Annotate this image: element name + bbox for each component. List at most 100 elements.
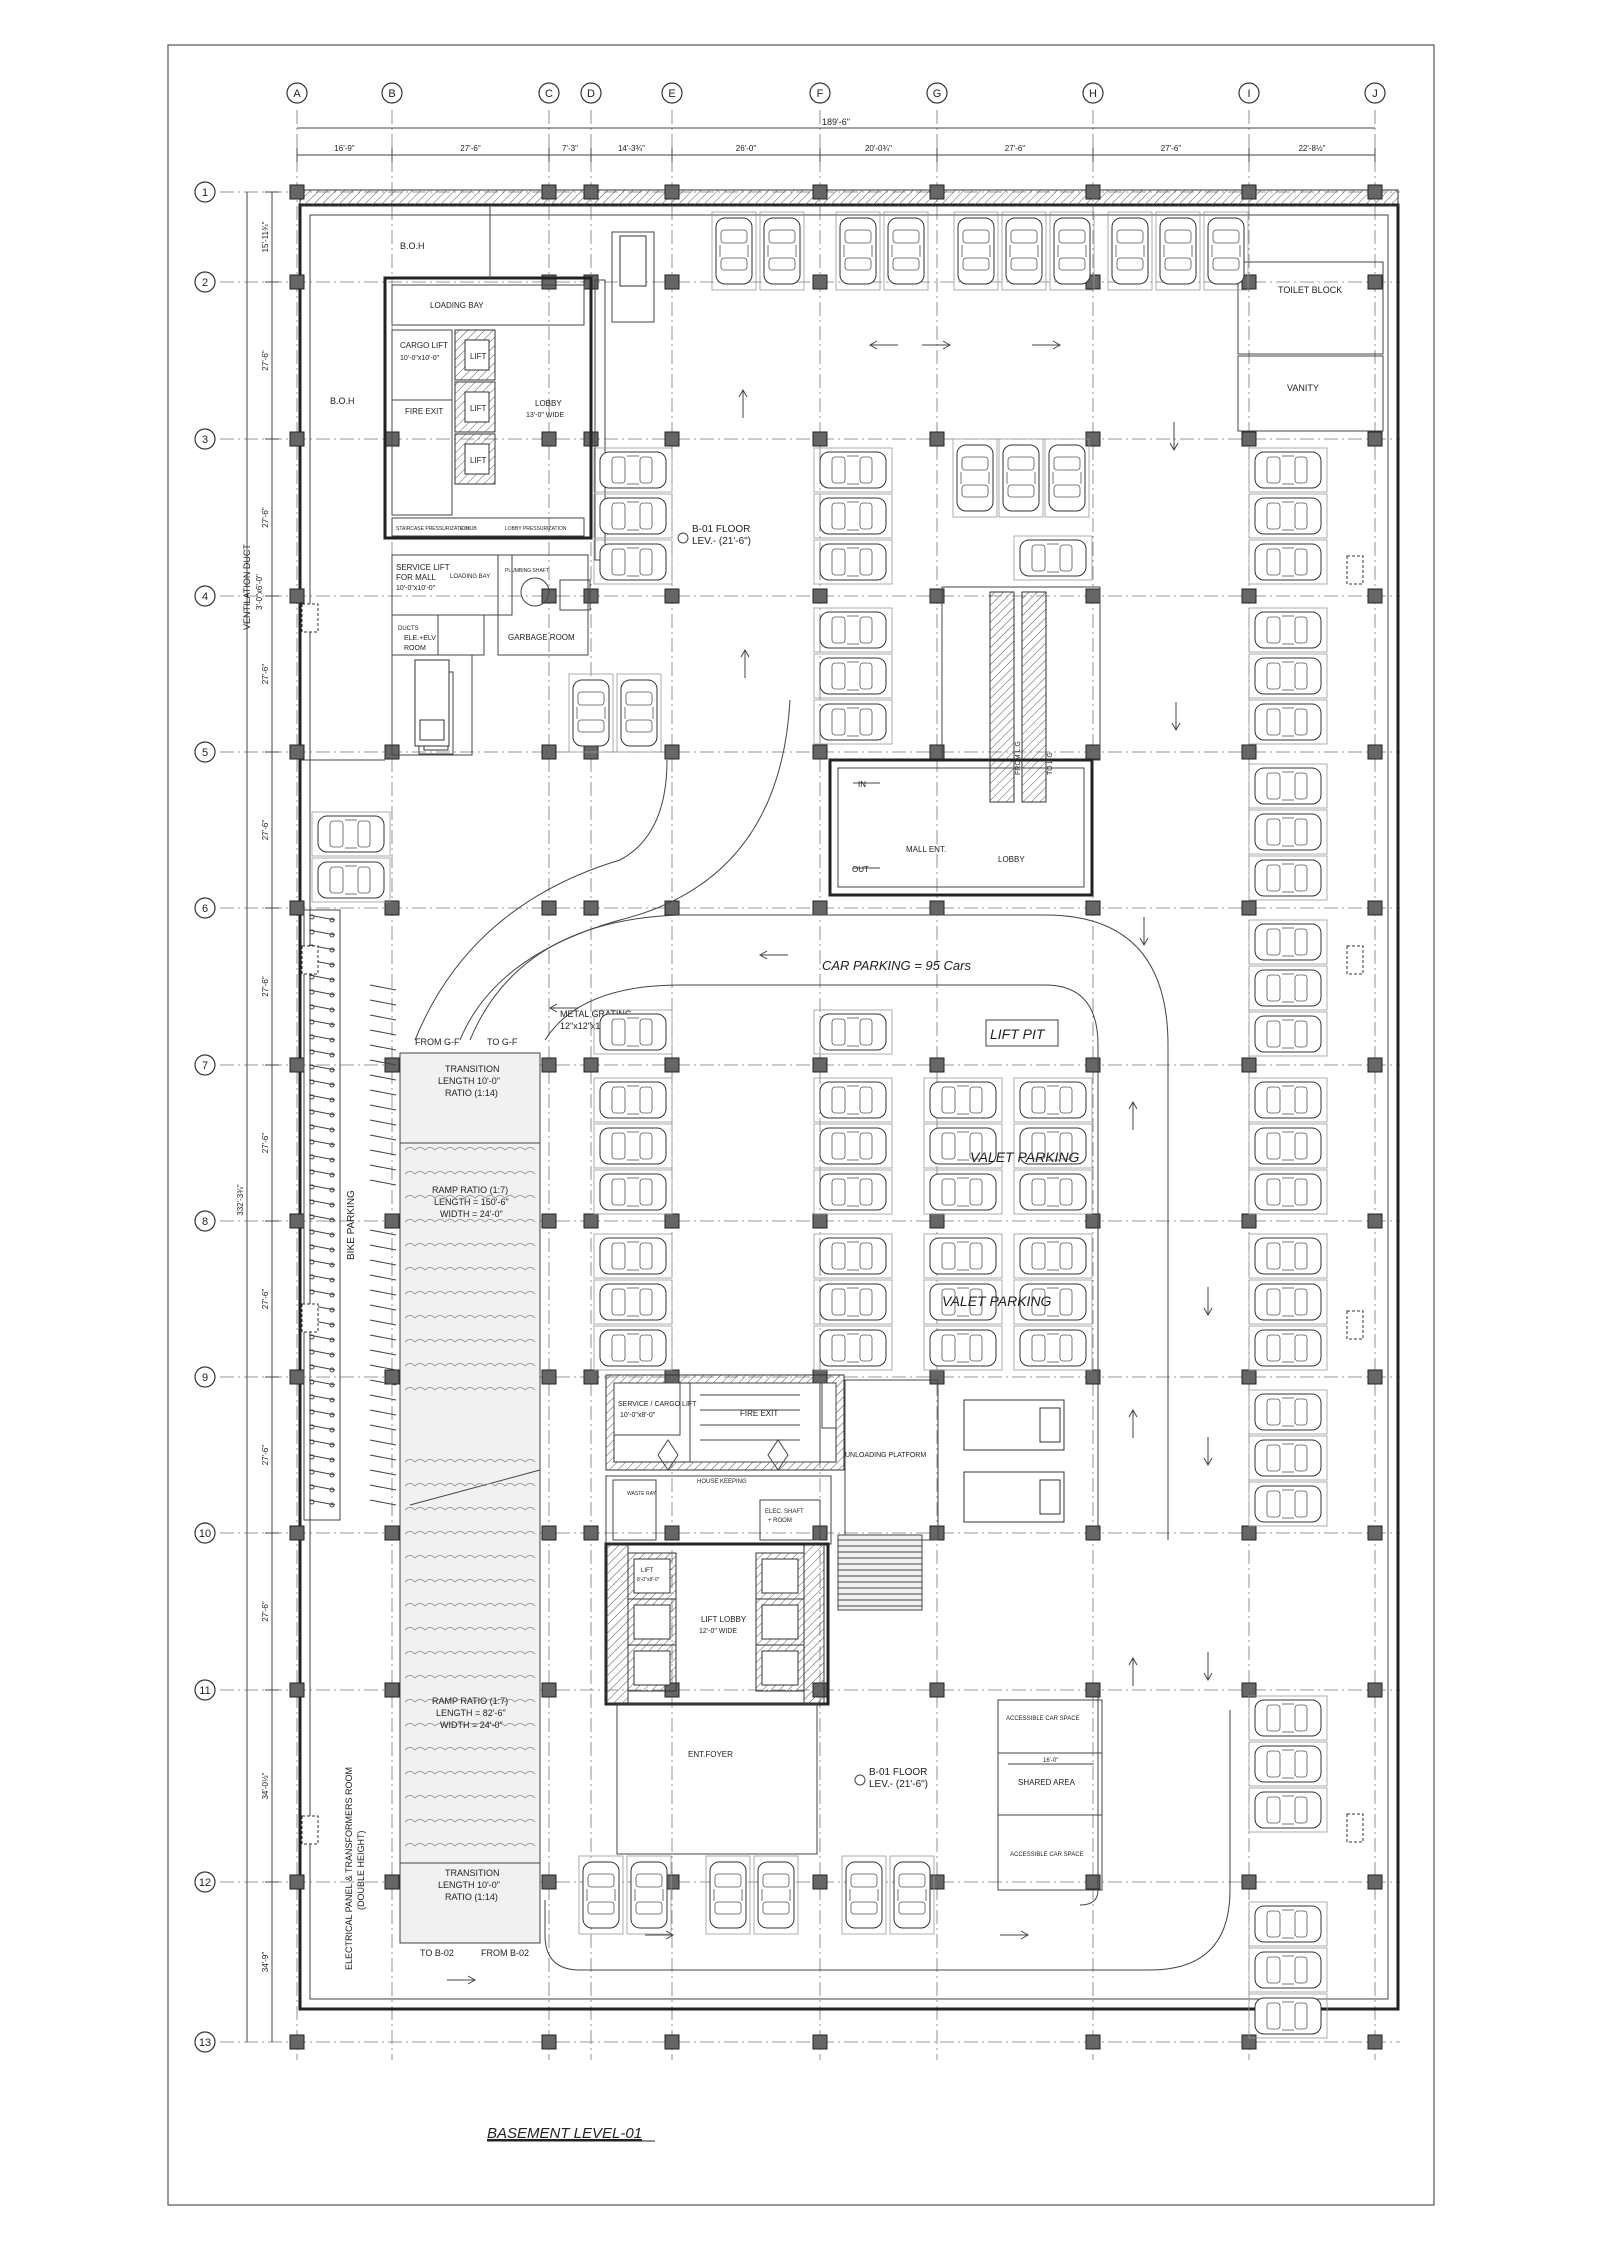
row-dim-2: 27'-6" bbox=[261, 350, 270, 371]
parking-stall bbox=[889, 1855, 935, 1935]
floor-level-1: B-01 FLOOR bbox=[692, 524, 750, 535]
ramp-strip bbox=[399, 1052, 541, 1944]
column-J5 bbox=[1367, 744, 1383, 760]
ventilation-duct-7 bbox=[1346, 1310, 1364, 1340]
column-D6 bbox=[583, 900, 599, 916]
bike-wheel bbox=[329, 1322, 335, 1328]
bike-wheel bbox=[329, 1157, 335, 1163]
row-dim-6: 27'-6" bbox=[261, 976, 270, 997]
grid-label-col-I: I bbox=[1247, 88, 1250, 100]
metal-grating-size: 12"x12"x12" bbox=[560, 1021, 609, 1031]
ramp-1-ratio: RAMP RATIO (1:7) bbox=[432, 1185, 508, 1195]
bike-wheel bbox=[309, 1379, 315, 1385]
bike-stand bbox=[369, 1499, 397, 1506]
column-I1 bbox=[1241, 184, 1257, 200]
bike-wheel bbox=[309, 1004, 315, 1010]
column-C11 bbox=[541, 1682, 557, 1698]
parked-car bbox=[819, 497, 887, 535]
column-H11 bbox=[1085, 1682, 1101, 1698]
bike-stand bbox=[369, 1454, 397, 1461]
parking-stall bbox=[1248, 809, 1328, 855]
parking-stall bbox=[593, 493, 673, 539]
traffic-arrow-right bbox=[1032, 340, 1062, 350]
parking-stall bbox=[813, 1279, 893, 1325]
parking-stall bbox=[1248, 1901, 1328, 1947]
bike-wheel bbox=[329, 1427, 335, 1433]
column-G4 bbox=[929, 588, 945, 604]
floor-level-2b: LEV.- (21'-6") bbox=[869, 1779, 928, 1790]
parked-car bbox=[1053, 217, 1091, 285]
parked-car bbox=[1254, 859, 1322, 897]
bike-wheel bbox=[309, 1109, 315, 1115]
elec-panel-label: ELECTRICAL PANEL & TRANSFORMERS ROOM bbox=[344, 1767, 354, 1970]
ramp-2-length: LENGTH = 82'-6" bbox=[436, 1708, 506, 1718]
traffic-arrows bbox=[447, 340, 1213, 1985]
parking-stall bbox=[813, 1169, 893, 1215]
parked-car bbox=[1019, 1173, 1087, 1211]
column-C8 bbox=[541, 1213, 557, 1229]
parked-car bbox=[1254, 813, 1322, 851]
parking-stall bbox=[813, 1009, 893, 1055]
bike-wheel bbox=[329, 1262, 335, 1268]
col-dim-3: 7'-3" bbox=[562, 144, 578, 153]
column-J13 bbox=[1367, 2034, 1383, 2050]
grid-label-row-4: 4 bbox=[202, 591, 208, 603]
col-dim-8: 27'-6" bbox=[1161, 144, 1182, 153]
parked-car bbox=[819, 451, 887, 489]
from-b02-label: FROM B-02 bbox=[481, 1948, 529, 1958]
car-parking-count: CAR PARKING = 95 Cars bbox=[822, 958, 971, 973]
ventilation-duct-4 bbox=[301, 1815, 319, 1845]
column-E8 bbox=[664, 1213, 680, 1229]
column-C13 bbox=[541, 2034, 557, 2050]
parked-car bbox=[1254, 611, 1322, 649]
grid-label-col-E: E bbox=[668, 88, 675, 100]
grid-bubble-row-6 bbox=[194, 897, 216, 919]
overall-height-dim: 332'-3¾" bbox=[236, 1184, 245, 1216]
column-F2 bbox=[812, 274, 828, 290]
bike-wheel bbox=[309, 1079, 315, 1085]
bike-wheel bbox=[309, 1469, 315, 1475]
column-A12 bbox=[289, 1874, 305, 1890]
ramp-wave bbox=[404, 1603, 536, 1607]
lift-lobby-width: 12'-0" WIDE bbox=[699, 1628, 737, 1635]
column-D1 bbox=[583, 184, 599, 200]
bike-wheel bbox=[309, 1289, 315, 1295]
parked-car bbox=[630, 1861, 668, 1929]
traffic-arrow-right bbox=[447, 1975, 477, 1985]
parked-car bbox=[819, 703, 887, 741]
mall-entrance-core bbox=[828, 586, 1101, 897]
ramp-wave bbox=[404, 1531, 536, 1535]
parking-stall bbox=[1248, 1481, 1328, 1527]
lobby-1-label: LOBBY bbox=[535, 399, 562, 408]
to-gf-label: TO G-F bbox=[487, 1037, 518, 1047]
parking-stall bbox=[1248, 1435, 1328, 1481]
column-I3 bbox=[1241, 431, 1257, 447]
parking-stall bbox=[1013, 1169, 1093, 1215]
column-I11 bbox=[1241, 1682, 1257, 1698]
ramp-wave bbox=[404, 1627, 536, 1631]
bike-stand bbox=[369, 1304, 397, 1311]
out-label: OUT bbox=[852, 865, 869, 874]
column-A9 bbox=[289, 1369, 305, 1385]
row-dim-4: 27'-6" bbox=[261, 664, 270, 685]
toilet-block-label: TOILET BLOCK bbox=[1278, 285, 1342, 295]
ramp-wave bbox=[404, 1675, 536, 1679]
bike-wheel bbox=[309, 1259, 315, 1265]
parked-car bbox=[1254, 1329, 1322, 1367]
bike-wheel bbox=[329, 917, 335, 923]
bike-wheel bbox=[329, 1412, 335, 1418]
bike-wheel bbox=[309, 1334, 315, 1340]
column-C3 bbox=[541, 431, 557, 447]
column-G10 bbox=[929, 1525, 945, 1541]
parked-car bbox=[715, 217, 753, 285]
ramp-wave bbox=[404, 1699, 536, 1703]
column-G3 bbox=[929, 431, 945, 447]
bike-wheel bbox=[329, 977, 335, 983]
parked-car bbox=[819, 657, 887, 695]
parking-stall bbox=[1248, 919, 1328, 965]
parking-stall bbox=[1013, 1233, 1093, 1279]
column-C7 bbox=[541, 1057, 557, 1073]
parking-stall bbox=[1248, 1123, 1328, 1169]
column-G11 bbox=[929, 1682, 945, 1698]
parked-car bbox=[819, 543, 887, 581]
